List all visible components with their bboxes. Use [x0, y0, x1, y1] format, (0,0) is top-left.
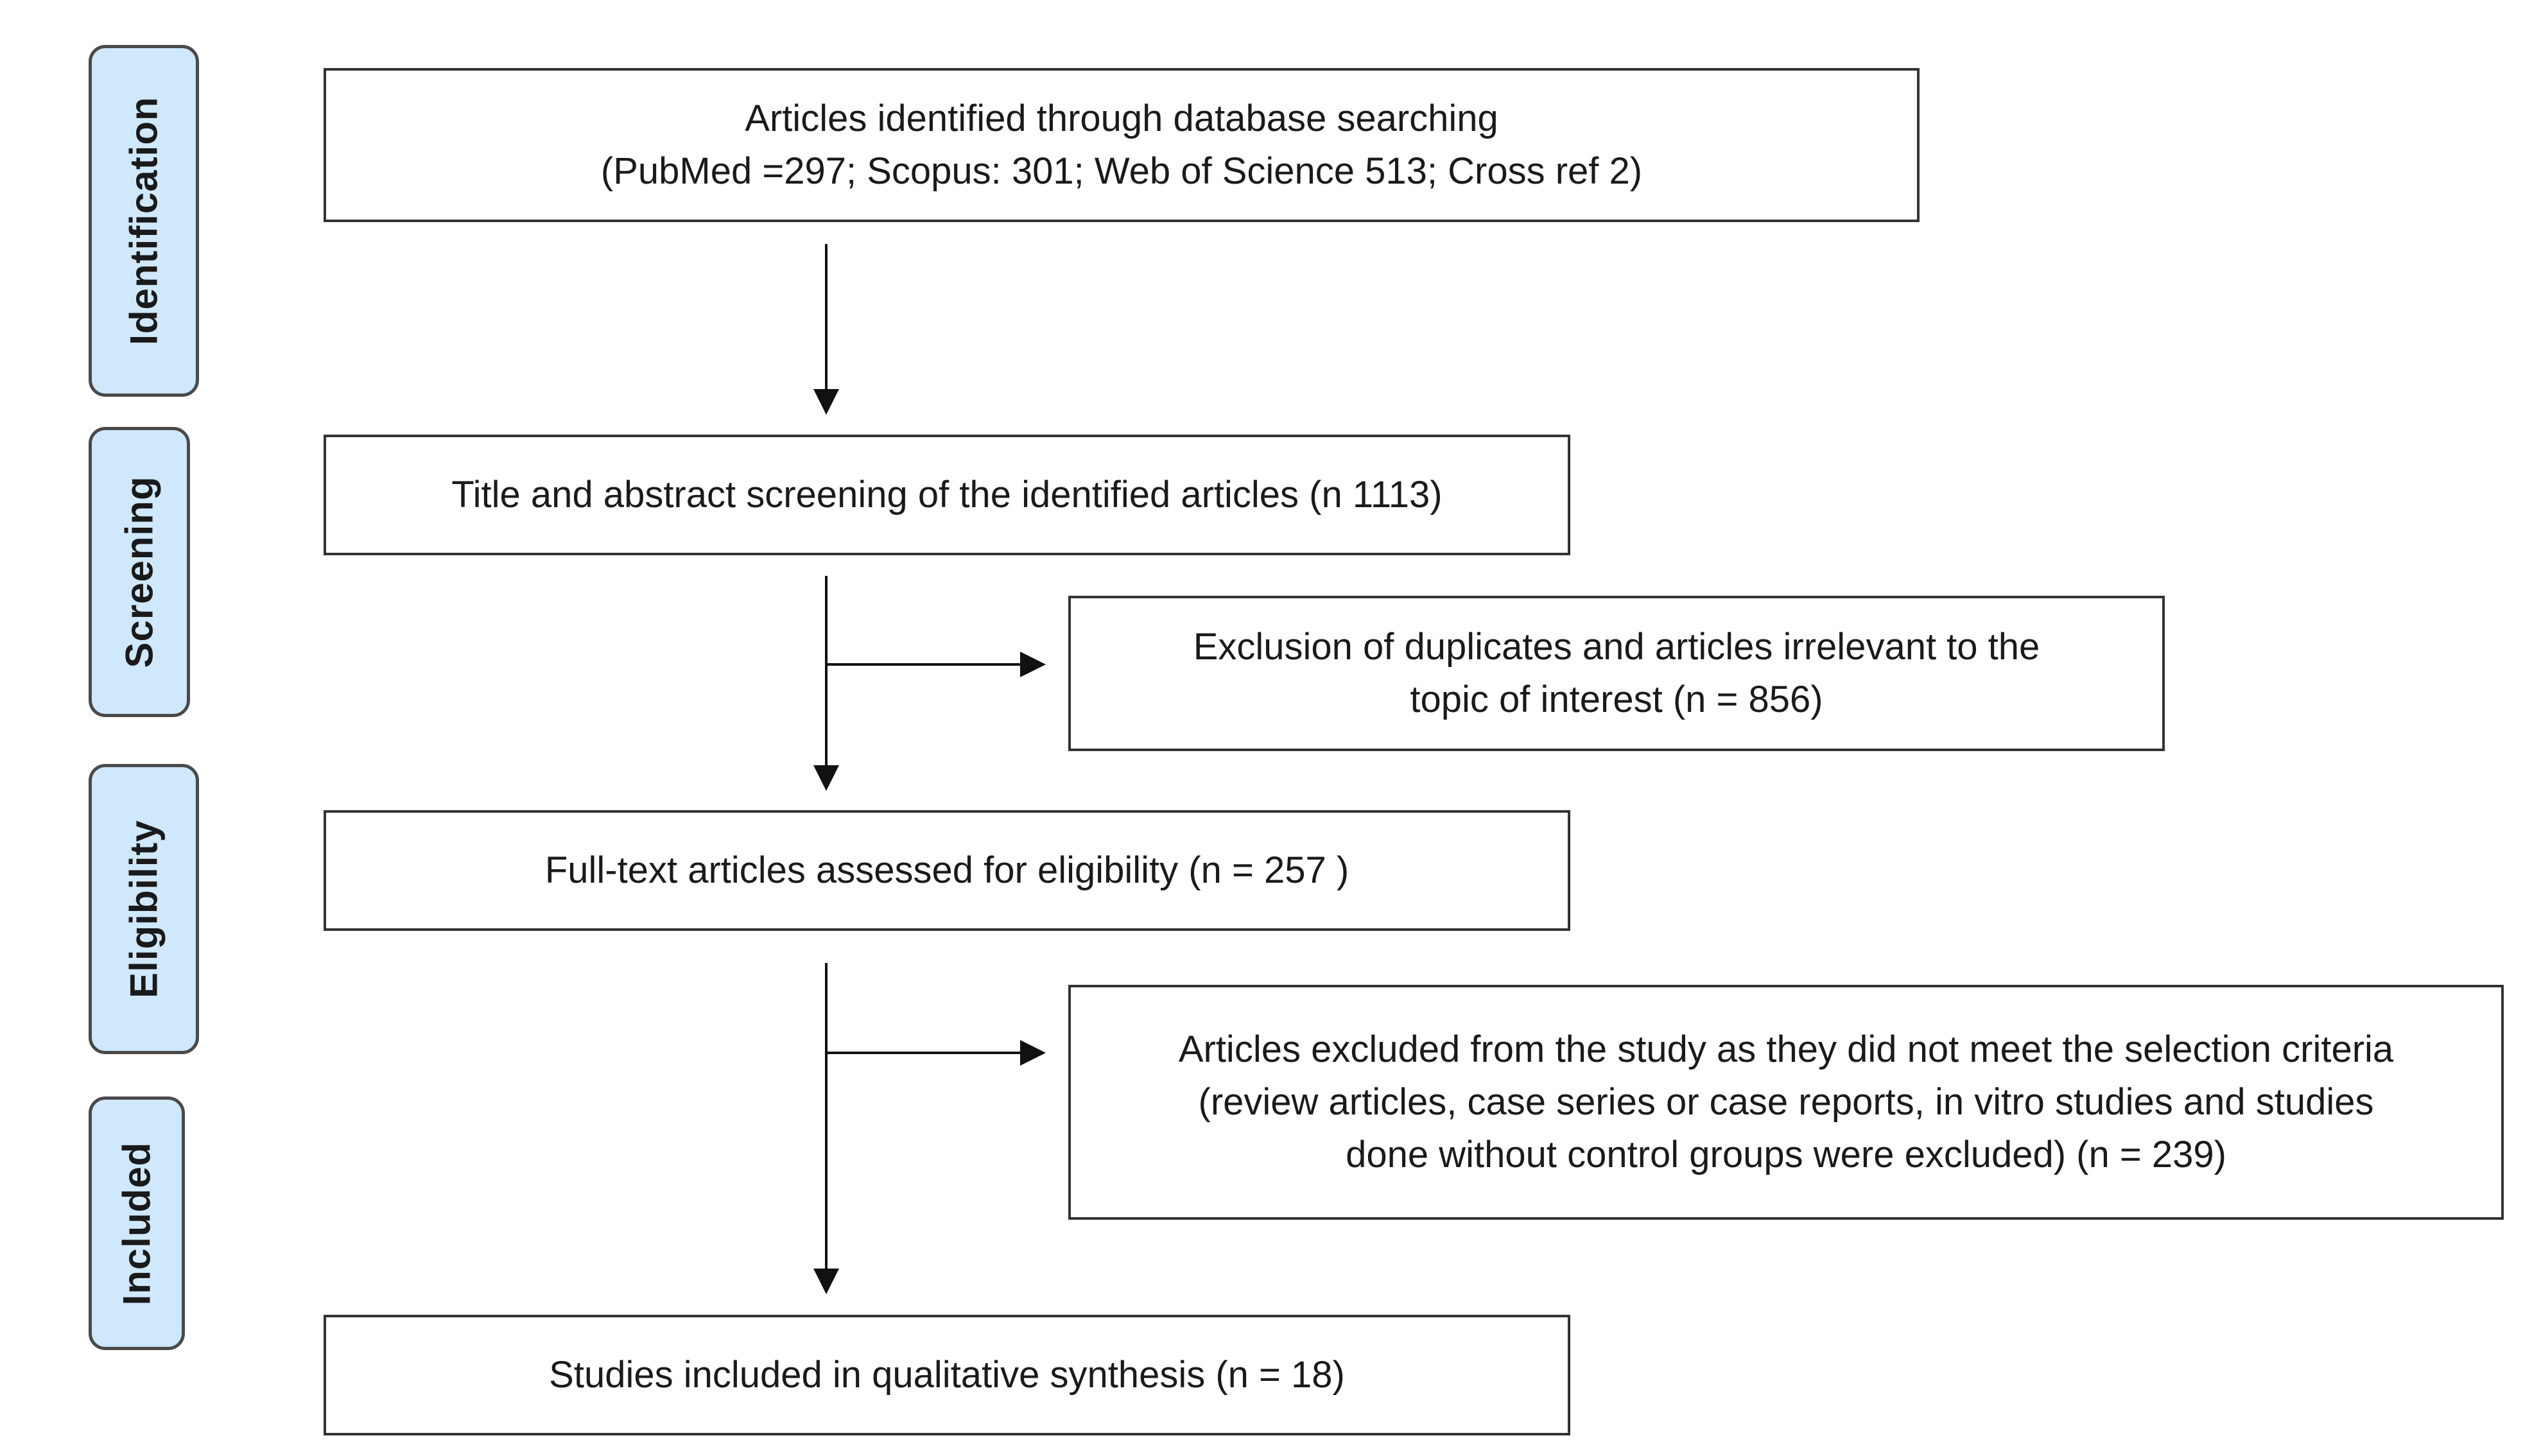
stage-eligibility: Eligibility [89, 764, 199, 1054]
box-excluded-duplicates: Exclusion of duplicates and articles irr… [1068, 596, 2165, 751]
box-identified-line2: (PubMed =297; Scopus: 301; Web of Scienc… [600, 150, 1643, 192]
box-excluded-criteria: Articles excluded from the study as they… [1068, 985, 2504, 1220]
box-included: Studies included in qualitative synthesi… [324, 1315, 1570, 1435]
box-screening-line1: Title and abstract screening of the iden… [451, 474, 1443, 516]
box-excluded-duplicates-line1: Exclusion of duplicates and articles irr… [1193, 626, 2040, 668]
box-included-line1: Studies included in qualitative synthesi… [549, 1354, 1345, 1396]
stage-identification: Identification [89, 45, 199, 397]
box-excluded-duplicates-line2: topic of interest (n = 856) [1410, 679, 1823, 720]
box-identified: Articles identified through database sea… [324, 68, 1920, 222]
box-excluded-criteria-line3: done without control groups were exclude… [1346, 1134, 2226, 1175]
box-excluded-criteria-line2: (review articles, case series or case re… [1198, 1081, 2374, 1123]
box-screening: Title and abstract screening of the iden… [324, 435, 1570, 555]
box-full-text-line1: Full-text articles assessed for eligibil… [544, 849, 1349, 891]
stage-screening: Screening [89, 427, 190, 717]
box-full-text: Full-text articles assessed for eligibil… [324, 810, 1570, 931]
box-identified-line1: Articles identified through database sea… [745, 98, 1498, 139]
box-excluded-criteria-line1: Articles excluded from the study as they… [1178, 1028, 2394, 1070]
stage-included: Included [89, 1096, 185, 1350]
